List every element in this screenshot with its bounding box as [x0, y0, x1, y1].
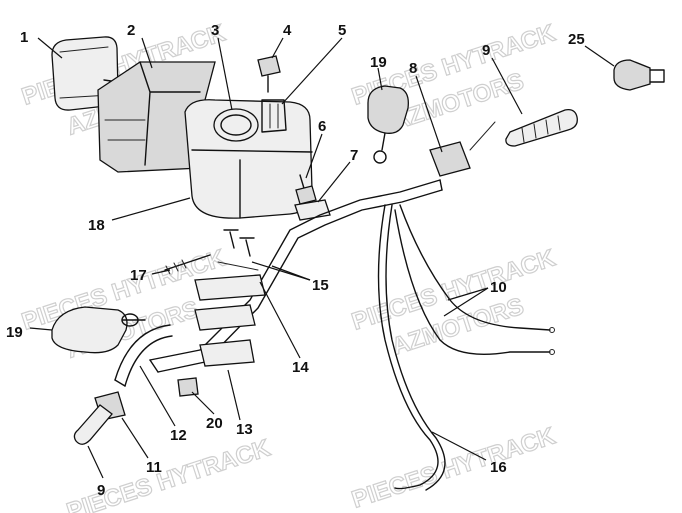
part-20-clip	[177, 377, 199, 397]
label-part-15: 15	[312, 277, 329, 294]
part-19-mirror-top	[367, 85, 409, 164]
label-part-8: 8	[409, 60, 417, 77]
part-6-clip	[295, 174, 317, 205]
label-part-5: 5	[338, 22, 346, 39]
label-part-14: 14	[292, 359, 309, 376]
label-part-4: 4	[283, 22, 292, 39]
part-5-fitting	[261, 99, 287, 133]
watermark-text-10: PIECES HYTRACK	[64, 434, 275, 513]
label-part-18: 18	[88, 217, 105, 234]
label-part-2: 2	[127, 22, 135, 39]
label-part-25: 25	[568, 31, 585, 48]
label-part-3: 3	[211, 22, 219, 39]
part-9-grip-left	[73, 404, 113, 445]
part-8-switch	[429, 121, 496, 177]
label-part-6: 6	[318, 118, 326, 135]
label-part-11: 11	[146, 459, 162, 476]
part-16-brake-cable	[377, 204, 446, 491]
part-9-grip-right	[505, 109, 578, 147]
label-part-7: 7	[350, 147, 358, 164]
label-part-12: 12	[170, 427, 187, 444]
part-18-tank-body	[184, 99, 313, 219]
part-15-fasteners	[217, 229, 259, 271]
part-19-mirror-left	[51, 306, 146, 354]
label-part-1: 1	[20, 29, 28, 46]
label-part-13: 13	[236, 421, 253, 438]
label-part-9-top: 9	[482, 42, 490, 59]
label-part-19-top: 19	[370, 54, 387, 71]
label-part-19-left: 19	[6, 324, 23, 341]
label-part-17: 17	[130, 267, 147, 284]
label-part-10: 10	[490, 279, 507, 296]
part-12-tube-bend	[114, 324, 173, 387]
tank-cap	[213, 108, 259, 142]
part-25-fitting	[613, 59, 665, 91]
leader-lines	[29, 37, 615, 479]
part-labels: 1 2 3 4 5 6 7 8 9 19 25 18 17 15 10 14 1…	[6, 22, 585, 499]
label-part-16: 16	[490, 459, 507, 476]
label-part-20: 20	[206, 415, 223, 432]
part-17-bolt	[164, 254, 211, 275]
label-part-9-bottom: 9	[97, 482, 105, 499]
part-4-fitting	[257, 55, 281, 93]
watermark-text-9: PIECES HYTRACK	[349, 422, 560, 513]
part-13-frame-bracket	[194, 274, 266, 367]
